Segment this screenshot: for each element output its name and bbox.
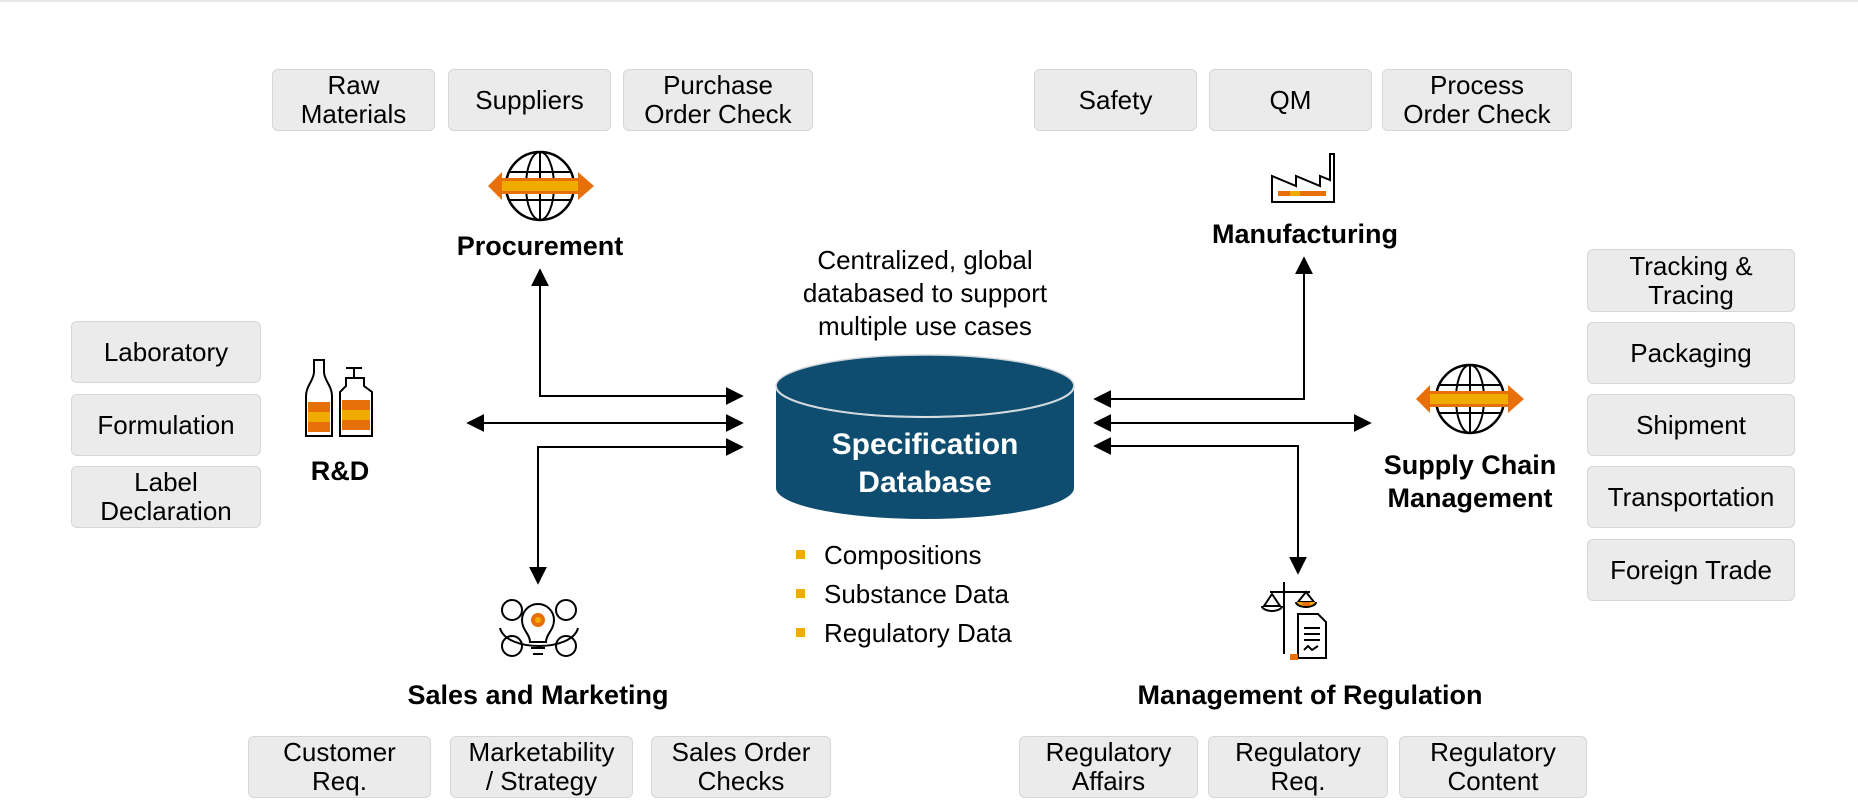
rnd-item-laboratory: Laboratory bbox=[71, 321, 261, 383]
sales-label: Sales and Marketing bbox=[407, 680, 669, 710]
arrow-sales bbox=[529, 438, 744, 585]
rnd-item-label-declaration: Label Declaration bbox=[71, 466, 261, 528]
bullet-item: Substance Data bbox=[796, 576, 1012, 615]
supply-chain-item-packaging: Packaging bbox=[1587, 322, 1795, 384]
regulation-label: Management of Regulation bbox=[1137, 680, 1483, 710]
manufacturing-item-safety: Safety bbox=[1034, 69, 1197, 131]
supply-chain-label: Supply Chain Management bbox=[1383, 450, 1557, 513]
bullet-square-icon bbox=[796, 589, 805, 598]
sales-item-sales-order-checks: Sales Order Checks bbox=[651, 736, 831, 798]
bullet-item: Regulatory Data bbox=[796, 615, 1012, 654]
arrow-procurement bbox=[531, 268, 744, 405]
top-border bbox=[0, 0, 1858, 2]
bullet-square-icon bbox=[796, 628, 805, 637]
supply-chain-item-transportation: Transportation bbox=[1587, 466, 1795, 528]
data-bullet-list: Compositions Substance Data Regulatory D… bbox=[796, 537, 1012, 654]
rnd-label: R&D bbox=[310, 456, 370, 486]
regulation-item-regulatory-affairs: Regulatory Affairs bbox=[1019, 736, 1198, 798]
sales-item-customer-req: Customer Req. bbox=[248, 736, 431, 798]
database-title: Specification Database bbox=[831, 428, 1019, 499]
regulation-item-regulatory-content: Regulatory Content bbox=[1399, 736, 1587, 798]
supply-chain-item-tracking-tracing: Tracking & Tracing bbox=[1587, 249, 1795, 312]
sales-item-marketability-strategy: Marketability / Strategy bbox=[450, 736, 633, 798]
bullet-square-icon bbox=[796, 550, 805, 559]
supply-chain-item-foreign-trade: Foreign Trade bbox=[1587, 539, 1795, 601]
regulation-item-regulatory-req: Regulatory Req. bbox=[1208, 736, 1388, 798]
procurement-item-raw-materials: Raw Materials bbox=[272, 69, 435, 131]
manufacturing-item-process-order-check: Process Order Check bbox=[1382, 69, 1572, 131]
manufacturing-label: Manufacturing bbox=[1212, 219, 1398, 249]
manufacturing-item-qm: QM bbox=[1209, 69, 1372, 131]
arrow-manufacturing bbox=[1093, 256, 1313, 408]
arrow-regulation bbox=[1093, 437, 1307, 575]
bullet-item: Compositions bbox=[796, 537, 1012, 576]
center-description: Centralized, global databased to support… bbox=[802, 245, 1048, 341]
procurement-item-suppliers: Suppliers bbox=[448, 69, 611, 131]
rnd-item-formulation: Formulation bbox=[71, 394, 261, 456]
procurement-item-purchase-order-check: Purchase Order Check bbox=[623, 69, 813, 131]
supply-chain-item-shipment: Shipment bbox=[1587, 394, 1795, 456]
procurement-label: Procurement bbox=[456, 231, 624, 261]
